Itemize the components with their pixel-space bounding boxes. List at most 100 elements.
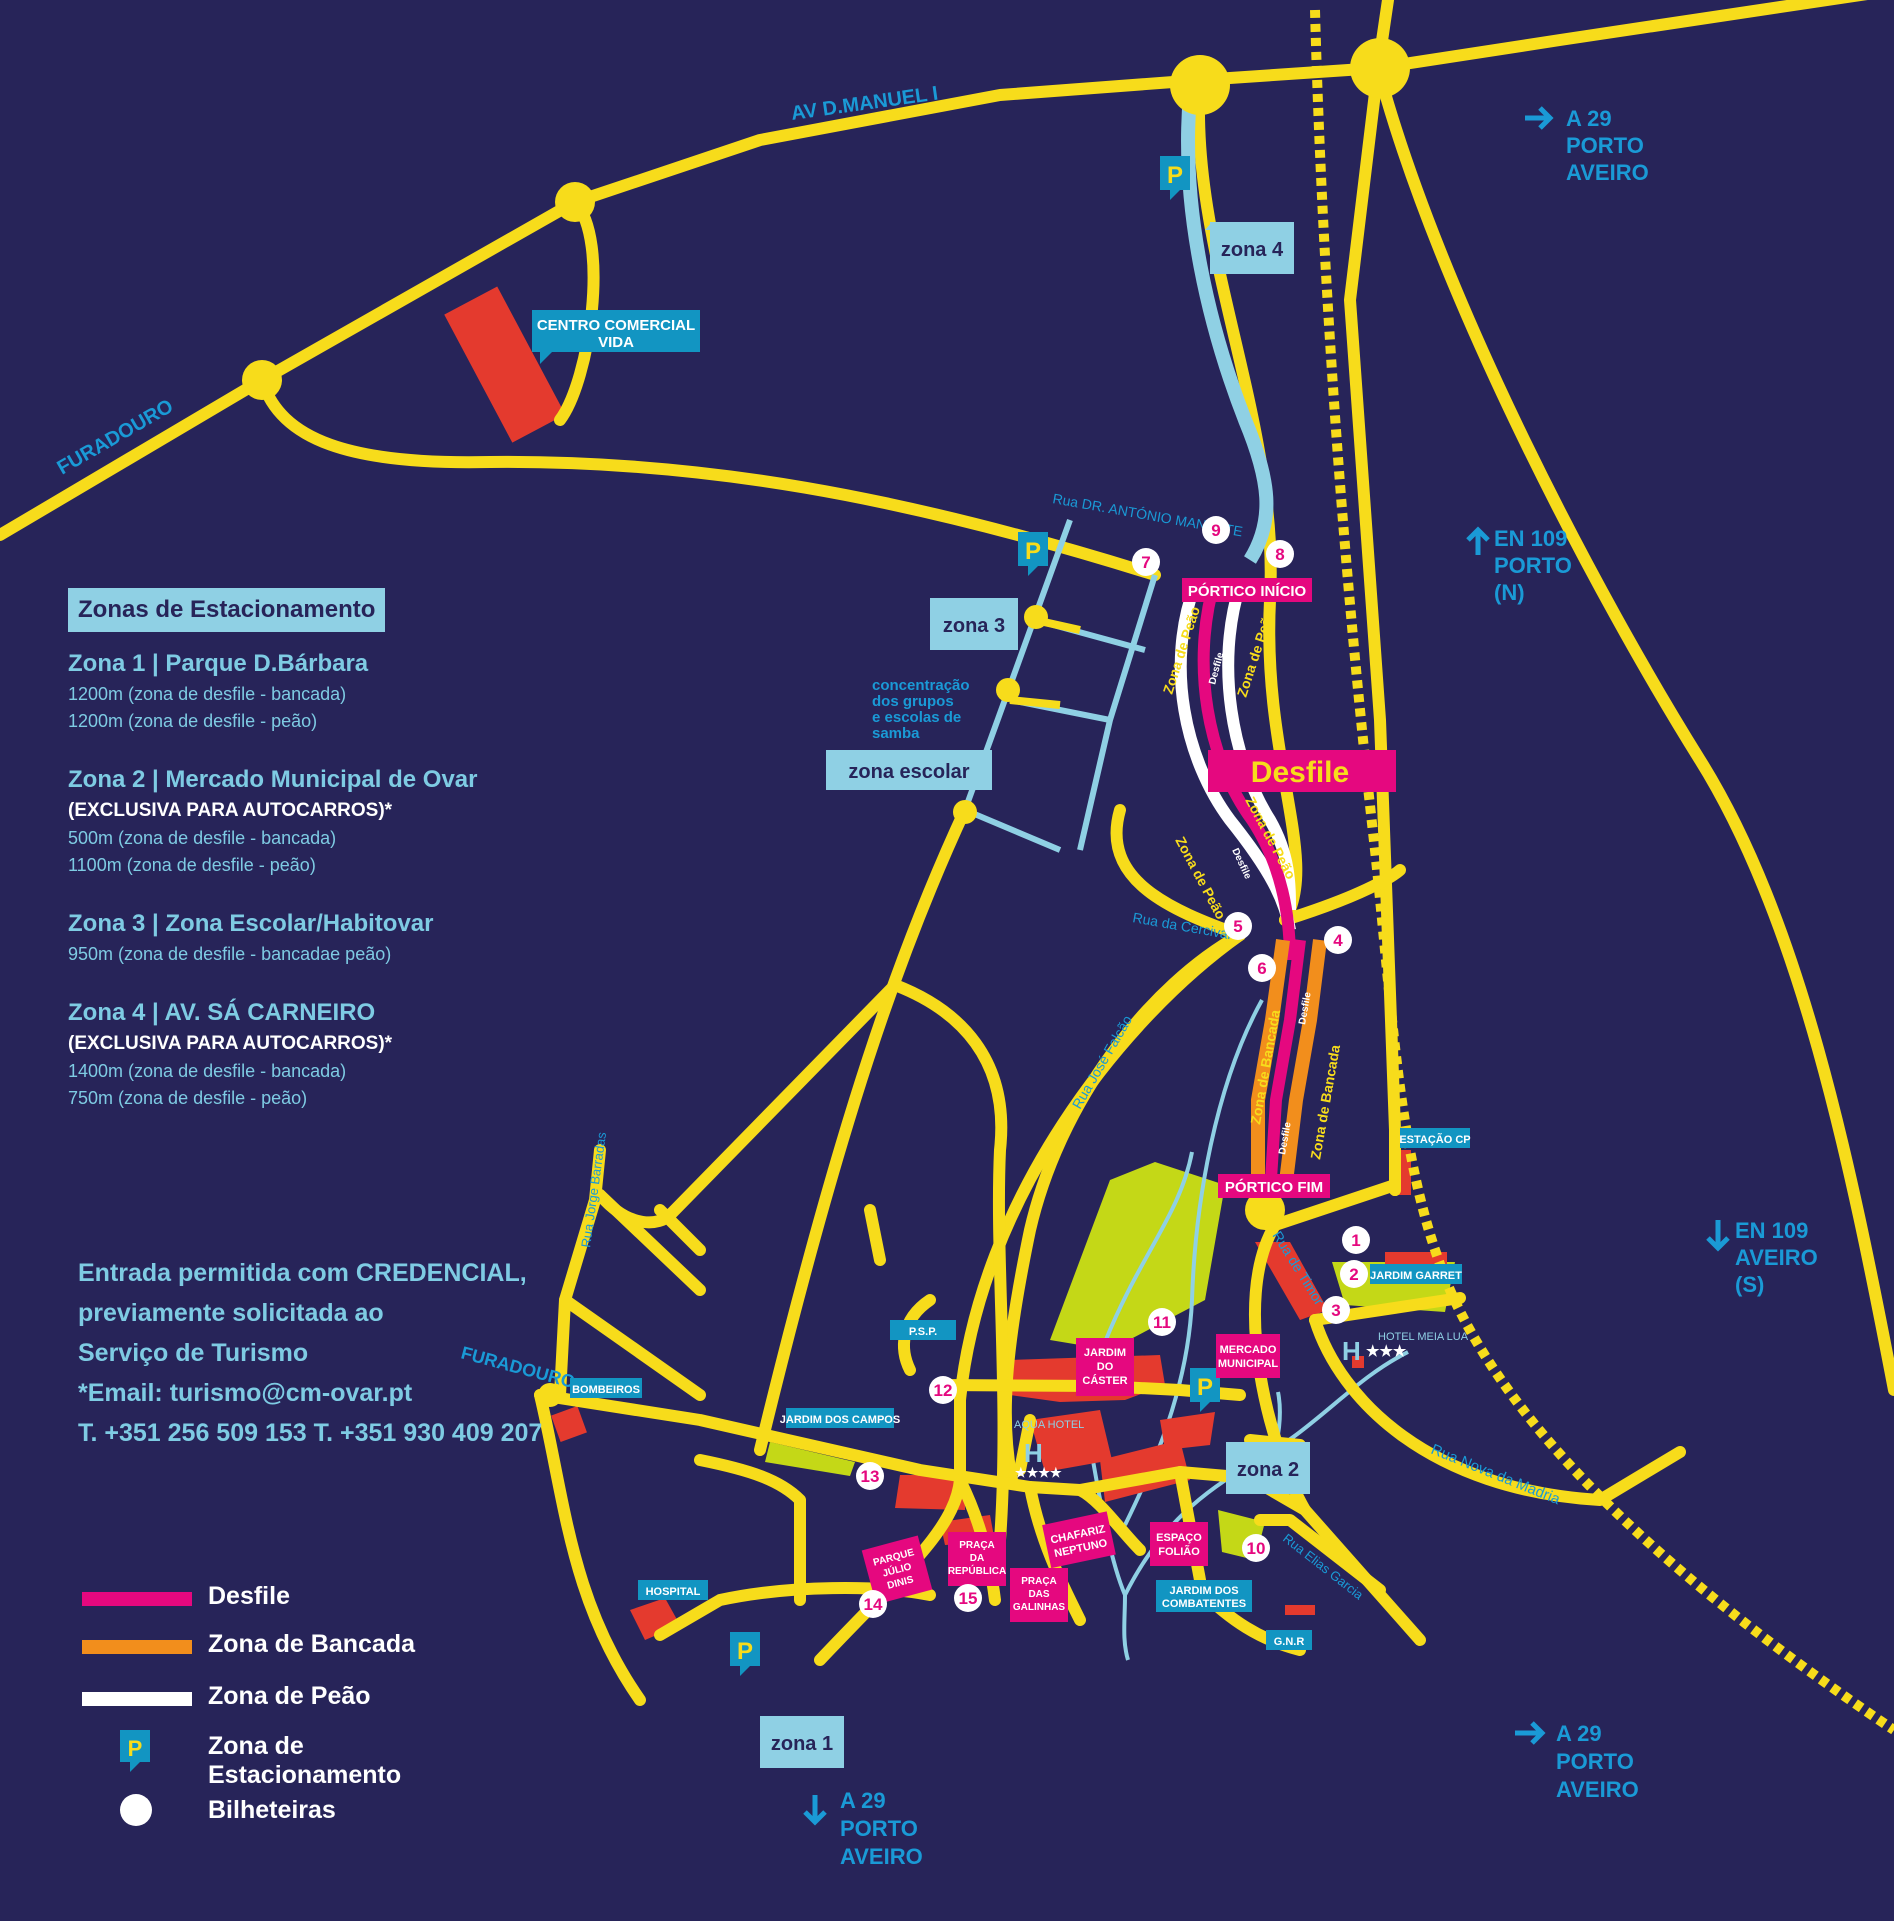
zone-info-3: Zona 3 | Zona Escolar/Habitovar 950m (zo… xyxy=(68,910,628,965)
building-timor xyxy=(1255,1242,1328,1320)
zone3-yellow-2 xyxy=(1009,696,1061,709)
ticket-circle xyxy=(954,1584,982,1612)
label-text: JARDIM GARRET xyxy=(1370,1270,1462,1282)
label-line: COMBATENTES xyxy=(1162,1598,1246,1610)
zone-heading: Zona 3 | Zona Escolar/Habitovar xyxy=(68,910,434,937)
hotel-stars: ★★★ xyxy=(1366,1343,1407,1360)
label-desfile-big: Desfile xyxy=(1208,750,1396,792)
label-text: AQUA HOTEL xyxy=(1014,1419,1084,1431)
label-text: HOSPITAL xyxy=(646,1586,701,1598)
roads xyxy=(0,0,1894,1706)
label-box xyxy=(1156,1580,1252,1612)
zone-distance: 500m (zona de desfile - bancada) xyxy=(68,828,337,848)
road-south-1 xyxy=(814,1394,966,1666)
building-meia-lua xyxy=(1352,1356,1364,1368)
ticket-number: 11 xyxy=(1153,1313,1171,1332)
label-portico-fim: PÓRTICO FIM xyxy=(1218,1174,1330,1198)
label-jardim-garret: JARDIM GARRET xyxy=(1370,1264,1462,1284)
ticket-number: 2 xyxy=(1349,1265,1358,1284)
road-av-manuel xyxy=(0,0,1868,541)
zone-distance: 1200m (zona de desfile - bancada) xyxy=(68,684,347,704)
credential-email[interactable]: *Email: turismo@cm-ovar.pt xyxy=(78,1379,413,1407)
ticket-circle xyxy=(1340,1260,1368,1288)
ticket-office-15: 15 xyxy=(954,1584,982,1612)
label-line: REPÚBLICA xyxy=(948,1564,1006,1577)
roundabout-2 xyxy=(1350,38,1410,98)
direction-a29-ne: A 29 PORTO AVEIRO xyxy=(1525,106,1649,185)
road-west-2 xyxy=(889,979,1010,1546)
route-peao-east xyxy=(1222,583,1296,911)
legend-item-peao: Zona de Peão xyxy=(82,1678,502,1714)
label-praca-galinhas: PRAÇA DAS GALINHAS xyxy=(1010,1568,1068,1622)
direction-line: EN 109 xyxy=(1735,1218,1808,1243)
legend-label: Zona de Bancada xyxy=(208,1630,415,1658)
ticket-circle xyxy=(859,1590,887,1618)
zone-label: zona escolar xyxy=(848,761,969,783)
park-jardim-caster xyxy=(1050,1162,1225,1350)
road-en109-inner xyxy=(1344,62,1401,1196)
parking-letter: P xyxy=(1197,1374,1213,1401)
ticket-office-8: 8 xyxy=(1266,540,1294,568)
roundabouts xyxy=(242,38,1410,1407)
ticket-number: 14 xyxy=(864,1595,883,1614)
credential-phones[interactable]: T. +351 256 509 153 T. +351 930 409 207 xyxy=(78,1419,543,1447)
parking-letter: P xyxy=(737,1638,753,1665)
road-south-4 xyxy=(1074,1484,1146,1556)
parking-marker xyxy=(1190,1368,1220,1402)
road-short-3 xyxy=(1014,1414,1036,1476)
label-portico-inicio: PÓRTICO INÍCIO xyxy=(1182,578,1312,602)
direction-line: (S) xyxy=(1735,1272,1764,1297)
zone-distance: 1100m (zona de desfile - peão) xyxy=(68,855,316,875)
hotel-h-icon: H xyxy=(1024,1438,1043,1468)
direction-line: PORTO xyxy=(1494,553,1572,578)
label-praca-republica: PRAÇA DA REPÚBLICA xyxy=(948,1532,1006,1586)
label-line: DO xyxy=(1097,1361,1114,1373)
label-box xyxy=(786,1408,894,1428)
parking-letter: P xyxy=(1025,538,1041,565)
label-box xyxy=(1208,750,1396,792)
ticket-circle xyxy=(1266,540,1294,568)
legend-swatch xyxy=(82,1592,192,1606)
label-hotel-meia-lua: HOTEL MEIA LUA H ★★★ xyxy=(1342,1331,1469,1366)
hotel-h-icon: H xyxy=(1342,1336,1361,1366)
label-line: DAS xyxy=(1028,1589,1049,1600)
ticket-number: 9 xyxy=(1211,521,1220,540)
road-west-1 xyxy=(754,804,971,1456)
ticket-number: 4 xyxy=(1333,931,1343,950)
label-text: G.N.R xyxy=(1274,1636,1305,1648)
roundabout-1 xyxy=(1170,55,1230,115)
direction-a29-s: A 29 PORTO AVEIRO xyxy=(803,1788,923,1869)
ticket-office-1: 1 xyxy=(1342,1226,1370,1254)
river-1 xyxy=(1103,1151,1194,1343)
ticket-circle xyxy=(1248,954,1276,982)
ticket-office-2: 2 xyxy=(1340,1260,1368,1288)
place-labels-blue: CENTRO COMERCIAL VIDA ESTAÇÃO CP JARDIM … xyxy=(532,310,1471,1650)
ticket-circle xyxy=(1132,548,1160,576)
roundabout-3 xyxy=(555,182,595,222)
label-box xyxy=(1218,1174,1330,1198)
zone-info-1: Zona 1 | Parque D.Bárbara 1200m (zona de… xyxy=(68,650,628,732)
zone-distance: 1200m (zona de desfile - peão) xyxy=(68,711,318,731)
label-espaco-foliao: ESPAÇO FOLIÃO xyxy=(1150,1522,1208,1566)
concentration-note: concentração dos grupos e escolas de sam… xyxy=(872,677,970,742)
parking-zones: zona 4 zona 3 zona escolar zona 2 zona 1 xyxy=(760,222,1310,1768)
ticket-number: 13 xyxy=(861,1467,880,1486)
concentration-line: samba xyxy=(872,725,920,742)
ticket-office-7: 7 xyxy=(1132,548,1160,576)
route-bancada-west xyxy=(1251,939,1290,1190)
label-text: HOTEL MEIA LUA xyxy=(1378,1331,1469,1343)
parking-icon: P xyxy=(120,1730,150,1772)
legend-label: Bilheteiras xyxy=(208,1796,336,1824)
road-short-2 xyxy=(864,1204,886,1266)
ticket-circle xyxy=(1202,516,1230,544)
ticket-office-6: 6 xyxy=(1248,954,1276,982)
legend-item-desfile: Desfile xyxy=(82,1578,502,1614)
ticket-number: 7 xyxy=(1141,553,1150,572)
label-centro-comercial: CENTRO COMERCIAL VIDA xyxy=(532,310,700,364)
label-tail xyxy=(540,352,552,364)
zone-label: zona 2 xyxy=(1237,1459,1299,1481)
parking-markers: P P P P xyxy=(730,156,1220,1676)
road-barradas-link xyxy=(559,1294,706,1401)
label-line: ESPAÇO xyxy=(1156,1532,1202,1544)
ticket-office-12: 12 xyxy=(929,1376,957,1404)
